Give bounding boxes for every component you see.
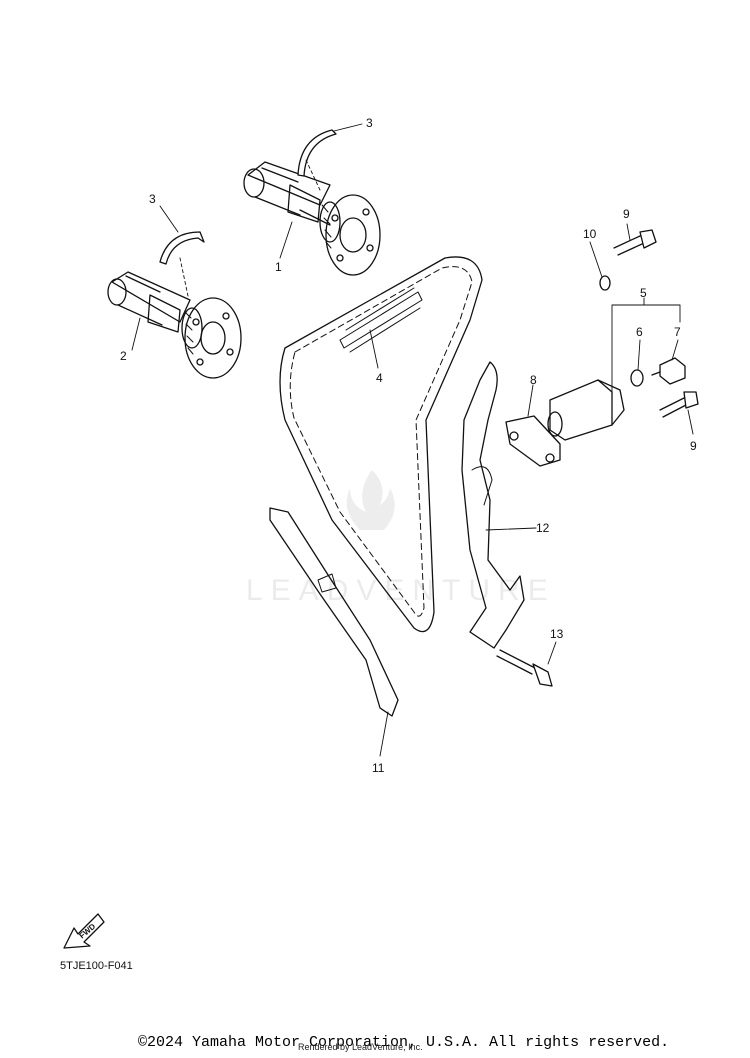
bolt-13[interactable] bbox=[496, 649, 553, 687]
diagram-code: 5TJE100-F041 bbox=[60, 960, 133, 972]
tensioner-guide-12[interactable] bbox=[461, 361, 525, 649]
callout-1: 1 bbox=[275, 260, 282, 274]
cam-chain-4[interactable] bbox=[279, 256, 483, 633]
camshaft-1[interactable] bbox=[243, 161, 381, 276]
camshaft-2[interactable] bbox=[107, 271, 242, 379]
callout-4: 4 bbox=[376, 371, 383, 385]
callout-12: 12 bbox=[536, 521, 550, 535]
washer-10[interactable] bbox=[599, 275, 611, 291]
leader-lines bbox=[131, 123, 694, 757]
washer-6[interactable] bbox=[630, 369, 644, 387]
callout-3-upper: 3 bbox=[366, 116, 373, 130]
callout-5: 5 bbox=[640, 286, 647, 300]
callout-10: 10 bbox=[583, 227, 597, 241]
copyright-notice: ©2024 Yamaha Motor Corporation, U.S.A. A… bbox=[138, 1034, 670, 1051]
bolt-9-lower[interactable] bbox=[659, 391, 699, 418]
callout-2: 2 bbox=[120, 349, 127, 363]
callout-11: 11 bbox=[372, 761, 385, 775]
callout-3-lower: 3 bbox=[149, 192, 156, 206]
callout-9-lower: 9 bbox=[690, 439, 697, 453]
callout-8: 8 bbox=[530, 373, 537, 387]
chain-guide-11[interactable] bbox=[269, 507, 399, 717]
clip-3-lower[interactable] bbox=[159, 231, 205, 265]
plug-7[interactable] bbox=[651, 357, 686, 385]
watermark-text: LEADVENTURE bbox=[246, 574, 556, 607]
chain-links bbox=[339, 287, 423, 353]
rendered-by-notice: Rendered by LeadVenture, Inc. bbox=[298, 1042, 423, 1052]
callout-9-upper: 9 bbox=[623, 207, 630, 221]
callout-13: 13 bbox=[550, 627, 564, 641]
callout-7: 7 bbox=[674, 325, 681, 339]
fwd-arrow-icon bbox=[63, 913, 105, 949]
watermark-logo bbox=[346, 470, 395, 530]
clip-3-upper[interactable] bbox=[297, 129, 337, 177]
tensioner-assembly-8[interactable] bbox=[505, 379, 625, 467]
bolt-9-upper[interactable] bbox=[613, 229, 657, 256]
callout-6: 6 bbox=[636, 325, 643, 339]
